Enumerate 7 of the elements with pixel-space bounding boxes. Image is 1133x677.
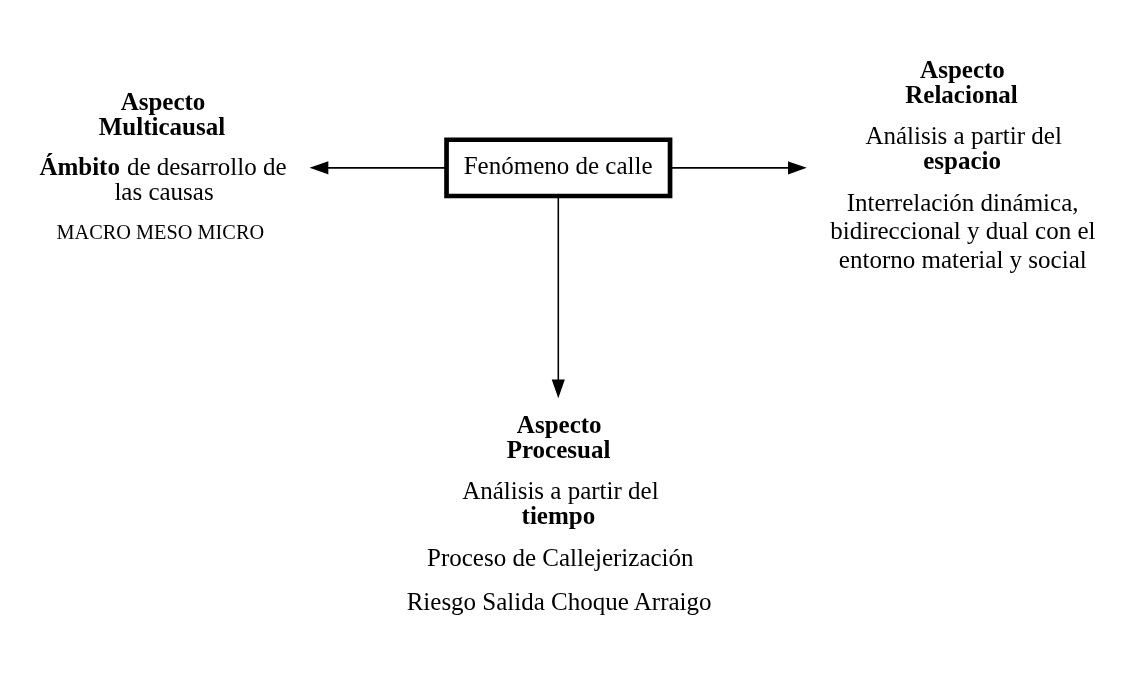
node-text: Aspecto Procesual Análisis a partir del tiempo Proceso de Callejerización Riesgo Salida Choque Arraigo xyxy=(406,410,712,615)
arrow xyxy=(669,160,807,174)
arrow xyxy=(551,195,565,398)
node-text: Aspecto Multicausal Ámbito de desarrollo de las causas MACRO MESO MICRO xyxy=(39,87,287,243)
node-text: Aspecto Relacional Análisis a partir del espacio Interrelación dinámica, bidireccional y dual con el entorno material y social xyxy=(830,55,1096,273)
arrow xyxy=(309,160,447,174)
node-box: Fenómeno de calle xyxy=(444,136,673,198)
